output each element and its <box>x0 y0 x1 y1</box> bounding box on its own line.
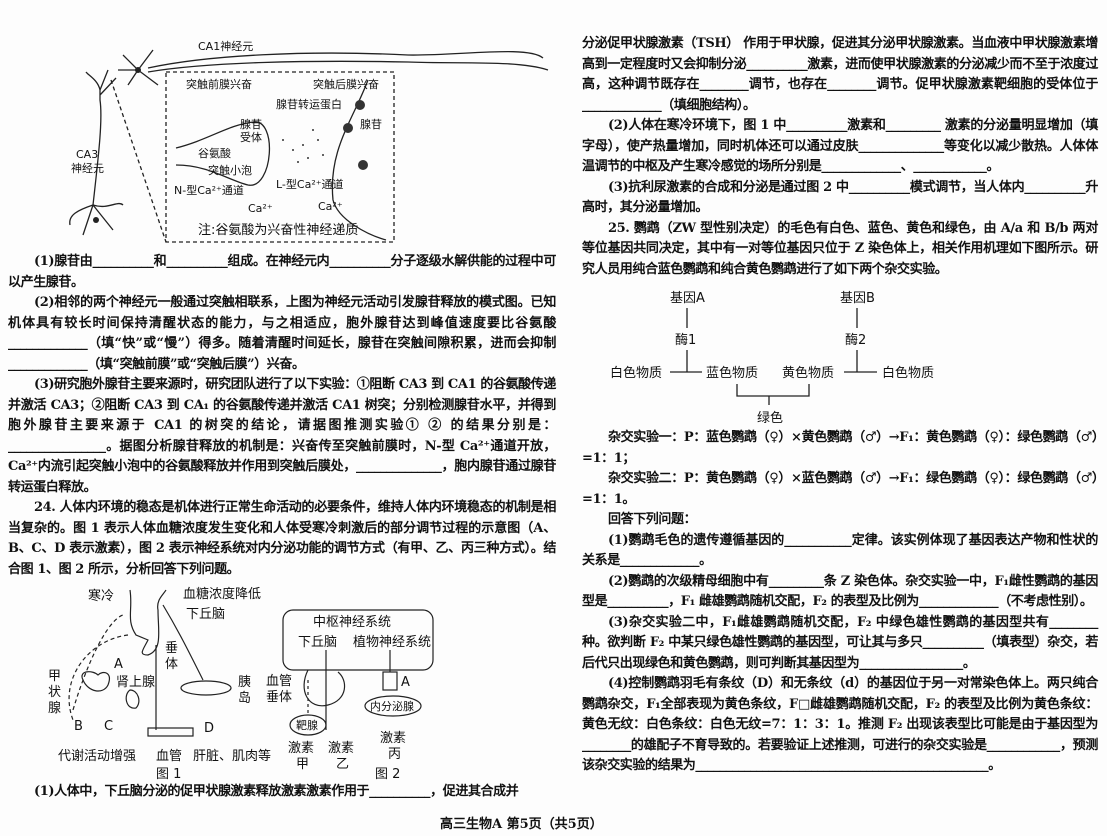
fig1-thyroid-1: 甲 <box>48 669 61 684</box>
right-questions-24: 分泌促甲状腺激素（TSH） 作用于甲状腺，促进其分泌甲状腺激素。当血液中甲状腺激… <box>582 34 1098 280</box>
receptor-label-1: 腺苷 <box>240 117 262 131</box>
right-column: 分泌促甲状腺激素（TSH） 作用于甲状腺，促进其分泌甲状腺激素。当血液中甲状腺激… <box>582 0 1098 777</box>
fig2-h2-2: 乙 <box>336 757 349 772</box>
right-questions-25: 杂交实验一：P：蓝色鹦鹉（♀）×黄色鹦鹉（♂）→F₁：黄色鹦鹉（♀）：绿色鹦鹉（… <box>582 428 1098 777</box>
left-column: CA1神经元 CA3 神经元 突触前膜兴奋 突触后膜兴奋 腺苷转运蛋白 腺苷 腺… <box>8 0 556 803</box>
fig2-cns: 中枢神经系统 <box>313 615 391 630</box>
pre-excite-label: 突触前膜兴奋 <box>186 77 252 91</box>
enzyme-2: 酶2 <box>845 332 866 348</box>
fig1-thyroid-2: 状 <box>48 685 61 700</box>
yellow-substance: 黄色物质 <box>782 365 834 381</box>
fig2-caption: 图 2 <box>375 767 400 782</box>
q23-2: (2)相邻的两个神经元一般通过突触相联系，上图为神经元活动引发腺苷释放的模式图。… <box>8 295 556 372</box>
fig2-hypothalamus: 下丘脑 <box>298 635 337 650</box>
endocrine-figures: 寒冷 血糖浓度降低 下丘脑 垂 体 甲 状 腺 肾上腺 胰 岛 A B C D … <box>48 586 434 782</box>
q24-2: (2)人体在寒冷环境下，图 1 中__________激素和_________ … <box>582 118 1098 174</box>
fig1-adrenal: 肾上腺 <box>116 675 155 690</box>
fig1-thyroid-3: 腺 <box>48 701 61 716</box>
adenosine-label: 腺苷 <box>360 117 382 131</box>
q25-4: (4)控制鹦鹉羽毛有条纹（D）和无条纹（d）的基因位于另一对常染色体上。两只纯合… <box>582 676 1098 773</box>
fig2-h1-2: 甲 <box>296 757 309 772</box>
q24-1: (1)人体中，下丘脑分泌的促甲状腺激素释放激素激素作用于__________，促… <box>34 784 519 799</box>
fig2-vessel: 血管 <box>266 674 292 689</box>
page-footer: 高三生物A 第5页（共5页） <box>440 816 603 832</box>
fig2-h2-1: 激素 <box>328 741 354 756</box>
fig1-hormone-d: D <box>204 721 214 736</box>
q23-1: (1)腺苷由__________和__________组成。在神经元内_____… <box>8 254 556 290</box>
green-label: 绿色 <box>757 410 783 426</box>
q25-1: (1)鹦鹉毛色的遗传遵循基因的___________定律。该实例体现了基因表达产… <box>582 532 1098 569</box>
cross-exp-2: 杂交实验二：P：黄色鹦鹉（♀）×蓝色鹦鹉（♂）→F₁：绿色鹦鹉（♀）：绿色鹦鹉（… <box>582 471 1098 507</box>
q25-3: (3)杂交实验二中，F₁雌雄鹦鹉随机交配，F₂ 中绿色雄性鹦鹉的基因型共有___… <box>582 614 1098 671</box>
q24-3: (3)抗利尿激素的合成和分泌是通过图 2 中__________模式调节，当人体… <box>582 179 1098 216</box>
transporter-label: 腺苷转运蛋白 <box>276 97 342 111</box>
gene-a: 基因A <box>670 291 705 306</box>
fig2-target-gland: 靶腺 <box>296 718 318 732</box>
fig2-h1-1: 激素 <box>288 741 314 756</box>
ca1-label: CA1神经元 <box>198 39 253 53</box>
fig1-hormone-a: A <box>114 657 123 672</box>
q25-2: (2)鹦鹉的次级精母细胞中有_________条 Z 染色体。杂交实验一中，F₁… <box>582 573 1098 610</box>
two-column-layout: CA1神经元 CA3 神经元 突触前膜兴奋 突触后膜兴奋 腺苷转运蛋白 腺苷 腺… <box>8 0 1098 803</box>
fig1-hormone-b: B <box>74 719 83 734</box>
receptor-label-2: 受体 <box>240 130 262 144</box>
q24-intro: 24. 人体内环境的稳态是机体进行正常生命活动的必要条件，维持人体内环境稳态的机… <box>8 500 556 577</box>
fig2-h3-2: 丙 <box>388 747 401 762</box>
q24-1-cont: 分泌促甲状腺激素（TSH） 作用于甲状腺，促进其分泌甲状腺激素。当血液中甲状腺激… <box>582 36 1098 113</box>
ca3-label-2: 神经元 <box>71 161 104 175</box>
fig1-islet-2: 岛 <box>238 690 251 706</box>
ca3-label-1: CA3 <box>76 148 98 161</box>
fig1-metabolism: 代谢活动增强 <box>58 748 136 764</box>
fig1-glucose-low: 血糖浓度降低 <box>183 586 261 602</box>
q25-intro: 25. 鹦鹉（ZW 型性别决定）的毛色有白色、蓝色、黄色和绿色，由 A/a 和 … <box>582 220 1098 277</box>
fig2-ans: 植物神经系统 <box>353 635 431 650</box>
fig2-a: A <box>401 675 410 690</box>
fig1-liver: 肝脏、肌肉等 <box>193 748 271 764</box>
enzyme-1: 酶1 <box>675 332 696 348</box>
vesicle-label: 突触小泡 <box>208 163 252 177</box>
q23-3: (3)研究胞外腺苷主要来源时，研究团队进行了以下实验：①阻断 CA3 到 CA1… <box>8 377 556 495</box>
cross-exp-1: 杂交实验一：P：蓝色鹦鹉（♀）×黄色鹦鹉（♂）→F₁：黄色鹦鹉（♀）：绿色鹦鹉（… <box>582 430 1098 466</box>
ca-right-label: Ca²⁺ <box>318 200 343 213</box>
glutamate-label: 谷氨酸 <box>198 146 231 160</box>
answer-prompt: 回答下列问题： <box>608 512 697 527</box>
fig1-pituitary-2: 体 <box>165 657 178 672</box>
fig2-endocrine-gland: 内分泌腺 <box>370 699 414 713</box>
fig1-hormone-c: C <box>104 719 113 734</box>
left-q24-1: (1)人体中，下丘脑分泌的促甲状腺激素释放激素激素作用于__________，促… <box>8 782 556 803</box>
fig1-pituitary-1: 垂 <box>165 641 178 656</box>
white-substance-right: 白色物质 <box>882 365 934 381</box>
fig1-hypothalamus: 下丘脑 <box>186 607 225 622</box>
white-substance-left: 白色物质 <box>610 365 662 381</box>
gene-pathway-diagram: 基因A 基因B 酶1 酶2 白色物质 蓝色物质 黄色物质 白色物质 绿色 <box>610 291 934 426</box>
l-channel-label: L-型Ca²⁺通道 <box>276 177 344 191</box>
fig1-islet-1: 胰 <box>238 675 251 690</box>
figure-note: 注:谷氨酸为兴奋性神经递质 <box>198 223 358 238</box>
neuron-synapse-figure: CA1神经元 CA3 神经元 突触前膜兴奋 突触后膜兴奋 腺苷转运蛋白 腺苷 腺… <box>69 39 549 243</box>
fig1-vessel: 血管 <box>156 749 182 764</box>
blue-substance: 蓝色物质 <box>706 365 758 381</box>
post-excite-label: 突触后膜兴奋 <box>313 77 379 91</box>
gene-b: 基因B <box>840 291 875 306</box>
fig1-caption: 图 1 <box>156 767 181 782</box>
fig2-h3-1: 激素 <box>380 731 406 746</box>
ca-left-label: Ca²⁺ <box>248 202 273 215</box>
fig2-pituitary: 垂体 <box>266 690 292 705</box>
fig1-cold: 寒冷 <box>88 588 114 604</box>
n-channel-label: N-型Ca²⁺通道 <box>174 183 244 197</box>
left-questions-23: (1)腺苷由__________和__________组成。在神经元内_____… <box>8 252 556 580</box>
